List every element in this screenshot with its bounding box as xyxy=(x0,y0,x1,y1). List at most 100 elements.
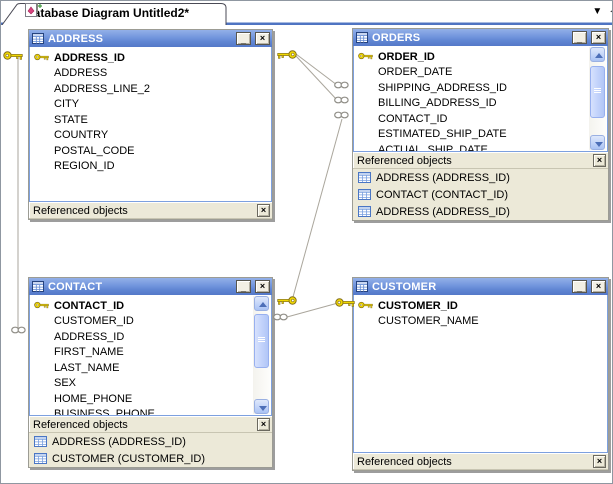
column-row-customer_name[interactable]: CUSTOMER_NAME xyxy=(354,314,607,330)
column-row-shipping_address_id[interactable]: SHIPPING_ADDRESS_ID xyxy=(354,80,607,96)
column-row-country[interactable]: COUNTRY xyxy=(30,128,271,144)
referenced-object-item[interactable]: CUSTOMER (CUSTOMER_ID) xyxy=(29,450,272,467)
column-name: CUSTOMER_ID xyxy=(54,315,134,328)
relationship-line-address-billing[interactable] xyxy=(295,55,338,101)
vertical-scrollbar[interactable] xyxy=(253,296,270,414)
referenced-objects-header[interactable]: Referenced objects × xyxy=(353,152,608,169)
column-row-order_id[interactable]: ORDER_ID xyxy=(354,49,607,65)
close-button[interactable]: × xyxy=(591,280,606,293)
column-name: STATE xyxy=(54,113,88,126)
relationship-line-contact-orders[interactable] xyxy=(292,118,343,298)
scroll-down-button[interactable] xyxy=(254,399,269,414)
column-row-home_phone[interactable]: HOME_PHONE xyxy=(30,391,271,407)
scrollbar-thumb[interactable] xyxy=(590,66,605,118)
referenced-object-item[interactable]: CONTACT (CONTACT_ID) xyxy=(353,186,608,203)
scrollbar-thumb[interactable] xyxy=(254,314,269,368)
column-row-last_name[interactable]: LAST_NAME xyxy=(30,360,271,376)
scroll-up-arrow-icon xyxy=(594,53,603,58)
column-name: SEX xyxy=(54,377,77,390)
referenced-object-text: ADDRESS (ADDRESS_ID) xyxy=(52,435,186,448)
column-row-address_line_2[interactable]: ADDRESS_LINE_2 xyxy=(30,81,271,97)
table-icon xyxy=(358,189,371,200)
referenced-objects-list: ADDRESS (ADDRESS_ID) CUSTOMER (CUSTOMER_I… xyxy=(29,433,272,467)
minimize-button[interactable]: _ xyxy=(572,31,587,44)
table-icon xyxy=(34,436,47,447)
scroll-up-button[interactable] xyxy=(254,296,269,311)
referenced-objects-list: ADDRESS (ADDRESS_ID)CONTACT (CONTACT_ID)… xyxy=(353,169,608,220)
foreign-key-chain-icon xyxy=(334,111,349,119)
primary-key-end-icon xyxy=(3,51,23,60)
column-name: ADDRESS xyxy=(54,67,108,80)
scroll-down-button[interactable] xyxy=(590,135,605,150)
column-row-customer_id[interactable]: CUSTOMER_ID xyxy=(354,298,607,314)
column-row-sex[interactable]: SEX xyxy=(30,376,271,392)
column-row-contact_id[interactable]: CONTACT_ID xyxy=(30,298,271,314)
referenced-object-item[interactable]: ADDRESS (ADDRESS_ID) xyxy=(353,203,608,220)
column-list: CUSTOMER_ID CUSTOMER_NAME xyxy=(354,298,607,329)
referenced-objects-header[interactable]: Referenced objects × xyxy=(29,202,272,219)
referenced-object-text: CUSTOMER (CUSTOMER_ID) xyxy=(52,452,205,465)
relationship-line-address-shipping[interactable] xyxy=(295,53,338,86)
column-row-contact_id[interactable]: CONTACT_ID xyxy=(354,111,607,127)
column-row-address_id[interactable]: ADDRESS_ID xyxy=(30,329,271,345)
minimize-button[interactable]: _ xyxy=(236,32,251,45)
column-row-state[interactable]: STATE xyxy=(30,112,271,128)
column-row-actual_ship_date[interactable]: ACTUAL_SHIP_DATE xyxy=(354,142,607,151)
tab-database-diagram[interactable]: Database Diagram Untitled2* xyxy=(25,3,189,23)
column-row-address[interactable]: ADDRESS xyxy=(30,66,271,82)
scrollbar-grip-icon xyxy=(594,88,601,94)
referenced-object-text: ADDRESS (ADDRESS_ID) xyxy=(376,205,510,218)
table-window-customer[interactable]: CUSTOMER _ × CUSTOMER_ID CUSTOMER_NAME Re… xyxy=(352,277,609,471)
primary-key-icon xyxy=(34,53,49,61)
column-row-estimated_ship_date[interactable]: ESTIMATED_SHIP_DATE xyxy=(354,127,607,143)
vertical-scrollbar[interactable] xyxy=(589,47,606,150)
referenced-object-item[interactable]: ADDRESS (ADDRESS_ID) xyxy=(353,169,608,186)
tab-shape xyxy=(1,3,612,25)
referenced-objects-header[interactable]: Referenced objects × xyxy=(29,416,272,433)
column-name: REGION_ID xyxy=(54,160,115,173)
referenced-objects-header[interactable]: Referenced objects × xyxy=(353,453,608,470)
close-button[interactable]: × xyxy=(255,280,270,293)
referenced-objects-close-button[interactable]: × xyxy=(593,154,606,167)
primary-key-end-icon xyxy=(335,298,355,307)
column-row-address_id[interactable]: ADDRESS_ID xyxy=(30,50,271,66)
referenced-objects-close-button[interactable]: × xyxy=(593,455,606,468)
close-button[interactable]: × xyxy=(591,31,606,44)
column-row-order_date[interactable]: ORDER_DATE xyxy=(354,65,607,81)
tab-scroll-left-button[interactable]: ◁ xyxy=(610,6,612,18)
referenced-objects-close-button[interactable]: × xyxy=(257,204,270,217)
column-name: CUSTOMER_ID xyxy=(378,299,458,312)
referenced-objects-close-button[interactable]: × xyxy=(257,418,270,431)
column-row-billing_address_id[interactable]: BILLING_ADDRESS_ID xyxy=(354,96,607,112)
column-row-business_phone[interactable]: BUSINESS_PHONE xyxy=(30,407,271,415)
table-icon xyxy=(358,172,371,183)
column-row-region_id[interactable]: REGION_ID xyxy=(30,159,271,175)
tab-dropdown-button[interactable]: ▼ xyxy=(592,6,603,17)
primary-key-icon xyxy=(358,52,373,60)
foreign-key-chain-icon xyxy=(334,96,349,104)
column-name: LAST_NAME xyxy=(54,361,120,374)
scroll-up-arrow-icon xyxy=(258,302,267,307)
column-row-first_name[interactable]: FIRST_NAME xyxy=(30,345,271,361)
minimize-button[interactable]: _ xyxy=(572,280,587,293)
referenced-object-item[interactable]: ADDRESS (ADDRESS_ID) xyxy=(29,433,272,450)
window-titlebar[interactable]: ORDERS _ × xyxy=(353,29,608,46)
relationship-line-customer-contact[interactable] xyxy=(286,302,339,318)
column-row-postal_code[interactable]: POSTAL_CODE xyxy=(30,143,271,159)
column-row-customer_id[interactable]: CUSTOMER_ID xyxy=(30,314,271,330)
minimize-button[interactable]: _ xyxy=(236,280,251,293)
column-row-city[interactable]: CITY xyxy=(30,97,271,113)
column-name: ADDRESS_ID xyxy=(54,330,125,343)
scroll-down-arrow-icon xyxy=(594,142,603,147)
window-titlebar[interactable]: ADDRESS _ × xyxy=(29,30,272,47)
close-button[interactable]: × xyxy=(255,32,270,45)
window-titlebar[interactable]: CUSTOMER _ × xyxy=(353,278,608,295)
window-titlebar[interactable]: CONTACT _ × xyxy=(29,278,272,295)
scroll-up-button[interactable] xyxy=(590,47,605,62)
column-name: BILLING_ADDRESS_ID xyxy=(378,97,497,110)
